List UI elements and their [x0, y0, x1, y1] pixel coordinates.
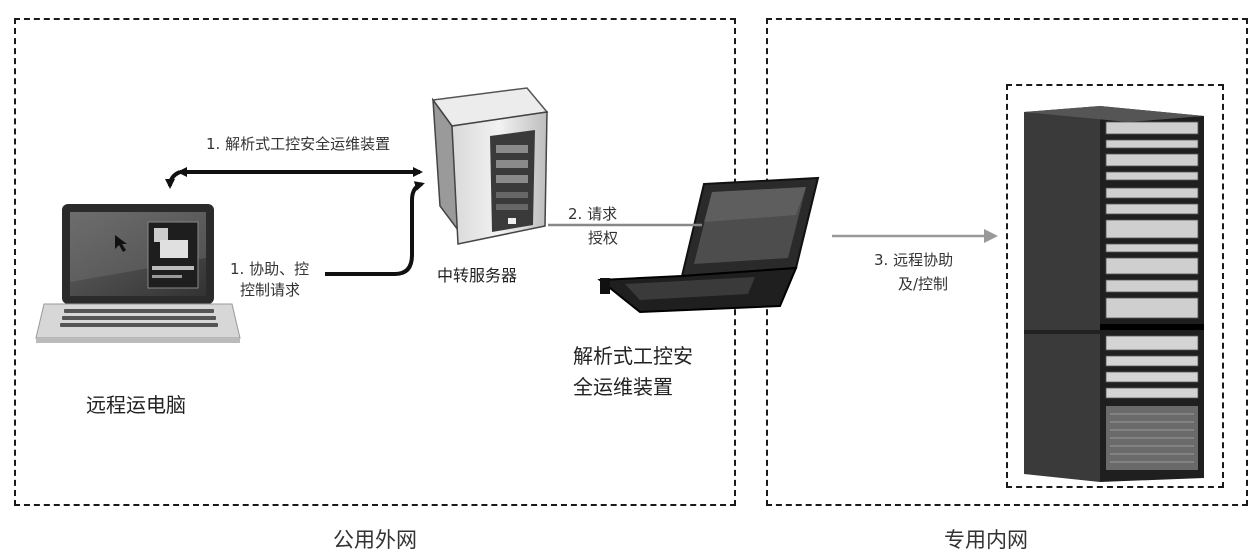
- edge-1a-arrow: [170, 172, 420, 186]
- server-tower-icon: [433, 88, 547, 244]
- server-rack-icon: [1024, 106, 1204, 482]
- device-label-line2: 全运维装置: [573, 372, 673, 402]
- edge-2-label-line1: 2. 请求: [568, 204, 617, 225]
- edge-1b-arrow: [325, 184, 422, 274]
- edge-1b-label-line2: 控制请求: [240, 280, 300, 301]
- laptop-icon: [36, 204, 240, 343]
- edge-3-label-line1: 3. 远程协助: [874, 250, 953, 271]
- edge-1b-label-line1: 1. 协助、控: [230, 259, 309, 280]
- rugged-laptop-icon: [600, 178, 818, 312]
- public-network-label: 公用外网: [333, 524, 417, 554]
- edge-2-label-line2: 授权: [588, 228, 618, 249]
- private-network-label: 专用内网: [944, 524, 1028, 554]
- device-label-line1: 解析式工控安: [573, 341, 693, 371]
- edge-1a-label: 1. 解析式工控安全运维装置: [206, 134, 390, 155]
- remote-pc-label: 远程运电脑: [86, 390, 186, 420]
- edge-3-label-line2: 及/控制: [898, 274, 948, 295]
- relay-server-label: 中转服务器: [437, 262, 517, 286]
